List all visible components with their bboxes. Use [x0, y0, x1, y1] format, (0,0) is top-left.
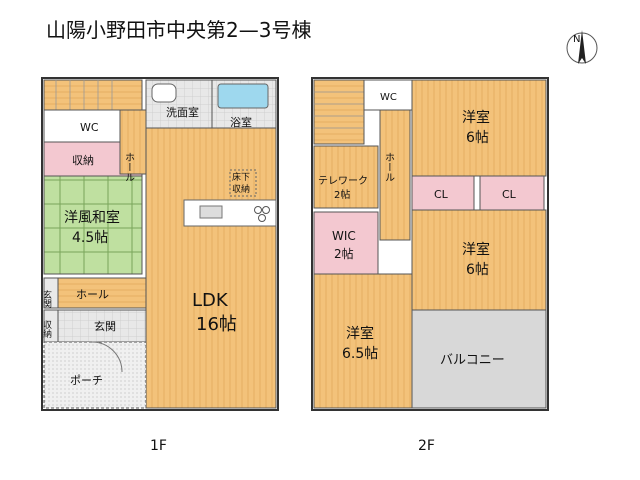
label-1f-ldk-size: 16帖 [196, 314, 237, 335]
label-1f-japanese-room: 洋風和室 [64, 209, 120, 226]
label-2f-western-room-2-size: 6帖 [466, 262, 489, 278]
label-2f-western-room-3: 洋室 [346, 325, 374, 342]
compass-n-label: N [573, 34, 580, 45]
label-1f-japanese-room-size: 4.5帖 [72, 230, 108, 246]
floor-label-1f: 1F [150, 438, 167, 454]
label-2f-western-room-3-size: 6.5帖 [342, 346, 378, 362]
label-2f-wic-size: 2帖 [334, 246, 354, 261]
label-1f-porch: ポーチ [70, 374, 103, 387]
page-title: 山陽小野田市中央第2—3号棟 [46, 18, 312, 42]
label-2f-telework: テレワーク [318, 175, 368, 187]
label-2f-cl-1: CL [434, 188, 449, 201]
label-1f-underfloor-1: 床下 [232, 171, 250, 183]
label-1f-washroom: 洗面室 [166, 105, 199, 119]
label-1f-hall-vertical: ホール [123, 152, 135, 182]
label-2f-western-room-1-size: 6帖 [466, 130, 489, 146]
label-2f-hall: ホール [383, 152, 395, 182]
label-1f-entrance: 玄関 [94, 319, 116, 333]
label-1f-storage: 収納 [72, 154, 94, 167]
label-1f-genkan-small: 玄関 [41, 289, 52, 309]
label-2f-balcony: バルコニー [440, 353, 505, 368]
label-1f-hall: ホール [76, 288, 109, 301]
label-1f-ldk: LDK [192, 290, 229, 311]
north-compass-icon: N [566, 30, 598, 64]
floor-1f: WC 収納 洋風和室 4.5帖 洗面室 浴室 ホール 床下 収納 LDK 16帖… [41, 77, 279, 411]
label-1f-storage-small: 収納 [41, 319, 52, 339]
floor-2f: WC 洋室 6帖 ホール テレワーク 2帖 CL CL WIC 2帖 洋室 6帖… [311, 77, 549, 411]
label-1f-wc: WC [80, 121, 99, 134]
label-1f-underfloor-2: 収納 [232, 183, 250, 195]
label-2f-western-room-1: 洋室 [462, 109, 490, 126]
label-1f-bathroom: 浴室 [230, 115, 252, 129]
label-2f-wc: WC [380, 92, 397, 103]
floor-label-2f: 2F [418, 438, 435, 454]
label-2f-western-room-2: 洋室 [462, 241, 490, 258]
label-2f-cl-2: CL [502, 188, 517, 201]
label-2f-wic: WIC [332, 229, 356, 243]
label-2f-telework-size: 2帖 [334, 188, 350, 201]
